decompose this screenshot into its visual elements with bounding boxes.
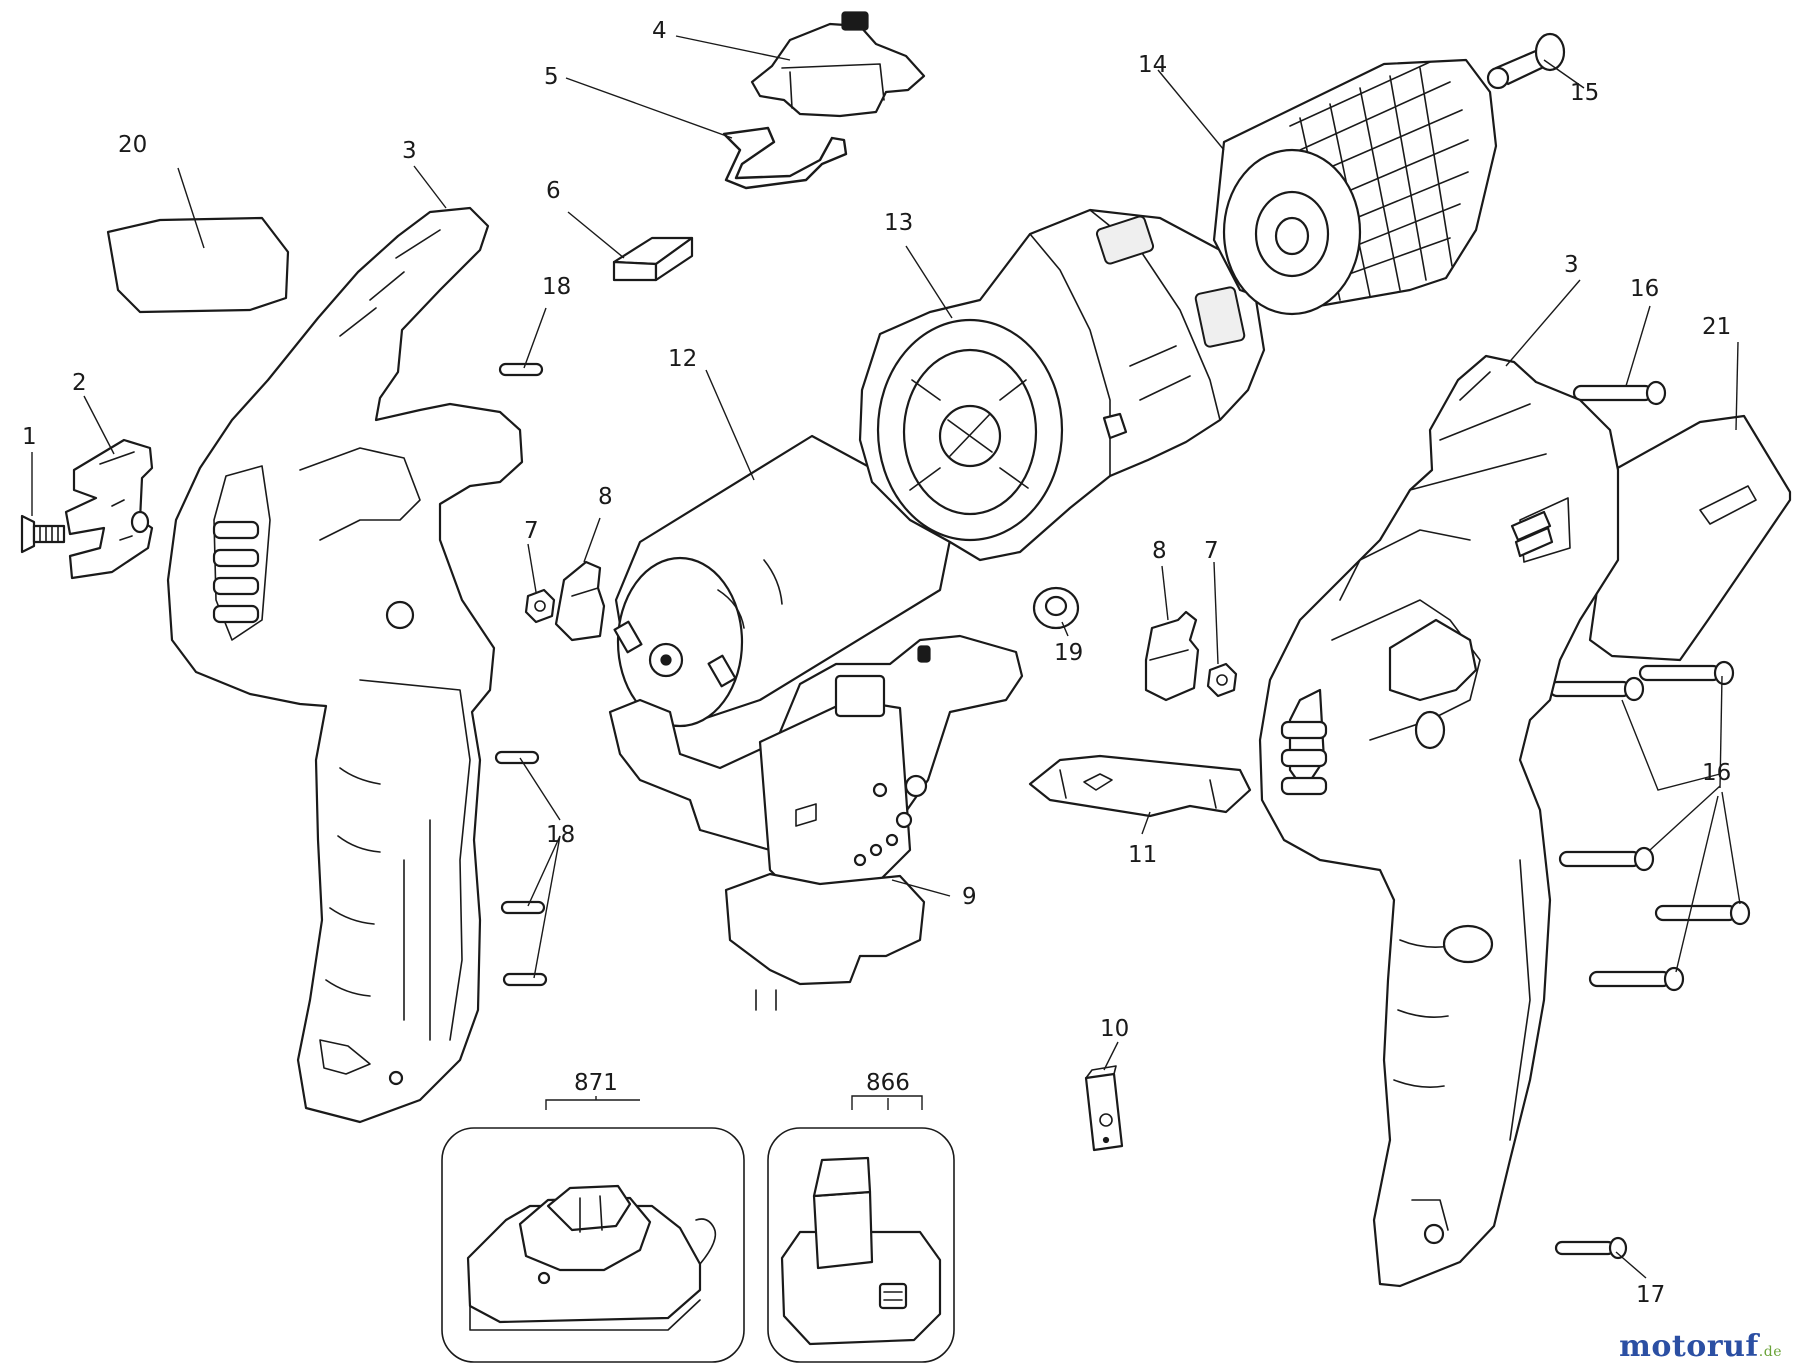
callout-7-right: 7: [1204, 538, 1219, 564]
callout-15: 15: [1570, 80, 1599, 106]
part-16-screw[interactable]: [1558, 846, 1655, 872]
part-18-pin[interactable]: [500, 900, 546, 915]
callout-9: 9: [962, 884, 977, 910]
part-10-plate[interactable]: [1084, 1065, 1124, 1152]
callout-13: 13: [884, 210, 913, 236]
callout-10: 10: [1100, 1016, 1129, 1042]
part-7-nut[interactable]: [1206, 662, 1238, 698]
callout-1: 1: [22, 424, 37, 450]
part-16-screw[interactable]: [1588, 966, 1685, 992]
part-2-belt-clip[interactable]: [64, 438, 154, 580]
callout-3-left: 3: [402, 138, 417, 164]
part-1-screw[interactable]: [20, 514, 66, 554]
part-3-right-housing[interactable]: [1258, 354, 1620, 1288]
callout-16-top: 16: [1630, 276, 1659, 302]
callout-19: 19: [1054, 640, 1083, 666]
part-5-spring-wire[interactable]: [722, 126, 848, 190]
leader-lines: [31, 35, 1741, 1279]
part-19-bushing[interactable]: [1032, 586, 1080, 630]
part-17-screw[interactable]: [1554, 1236, 1628, 1260]
callout-20: 20: [118, 132, 147, 158]
part-15-chuck-screw[interactable]: [1486, 32, 1566, 90]
callout-6: 6: [546, 178, 561, 204]
part-16-screw[interactable]: [1654, 900, 1751, 926]
callout-18-bottom: 18: [546, 822, 575, 848]
kit-871-charger-box[interactable]: [441, 1127, 745, 1363]
part-20-label[interactable]: [106, 216, 290, 314]
part-7-nut[interactable]: [524, 588, 556, 624]
callout-3-right: 3: [1564, 252, 1579, 278]
callout-12: 12: [668, 346, 697, 372]
watermark-brand: motoruf: [1619, 1329, 1759, 1364]
part-4-direction-switch[interactable]: [750, 11, 926, 118]
callout-866: 866: [866, 1070, 910, 1096]
callout-871: 871: [574, 1070, 618, 1096]
part-18-pin[interactable]: [494, 750, 540, 765]
part-14-chuck[interactable]: [1212, 58, 1498, 316]
callout-5: 5: [544, 64, 559, 90]
callout-labels: 1 2 3 3 4 5 6 7 7 8 8 9 10 11 12 13 14 1…: [22, 18, 1731, 1308]
callout-18-top: 18: [542, 274, 571, 300]
part-12-motor[interactable]: [613, 434, 952, 728]
part-16-screw[interactable]: [1638, 660, 1735, 686]
part-8-bracket[interactable]: [554, 560, 606, 642]
part-16-screw[interactable]: [1572, 380, 1667, 406]
kit-866-battery-box[interactable]: [767, 1127, 955, 1363]
part-12-switch-assembly[interactable]: [608, 634, 1024, 1011]
part-18-pin[interactable]: [502, 972, 548, 987]
callout-11: 11: [1128, 842, 1157, 868]
callout-16-bottom: 16: [1702, 760, 1731, 786]
watermark-domain: .de: [1758, 1344, 1782, 1360]
watermark-logo[interactable]: motoruf.de: [1619, 1329, 1782, 1364]
part-16-screw[interactable]: [1548, 676, 1645, 702]
callout-4: 4: [652, 18, 667, 44]
part-8-bracket[interactable]: [1144, 610, 1200, 702]
callout-2: 2: [72, 370, 87, 396]
callout-8-right: 8: [1152, 538, 1167, 564]
callout-17: 17: [1636, 1282, 1665, 1308]
part-13-gearbox[interactable]: [858, 208, 1266, 562]
part-3-left-housing[interactable]: [166, 206, 524, 1124]
part-21-label[interactable]: [1588, 414, 1792, 662]
callout-8-left: 8: [598, 484, 613, 510]
callout-14: 14: [1138, 52, 1167, 78]
part-18-pin[interactable]: [498, 362, 544, 377]
callout-7-left: 7: [524, 518, 539, 544]
part-11-slider[interactable]: [1028, 754, 1252, 818]
part-6-pad[interactable]: [612, 236, 694, 282]
callout-21: 21: [1702, 314, 1731, 340]
